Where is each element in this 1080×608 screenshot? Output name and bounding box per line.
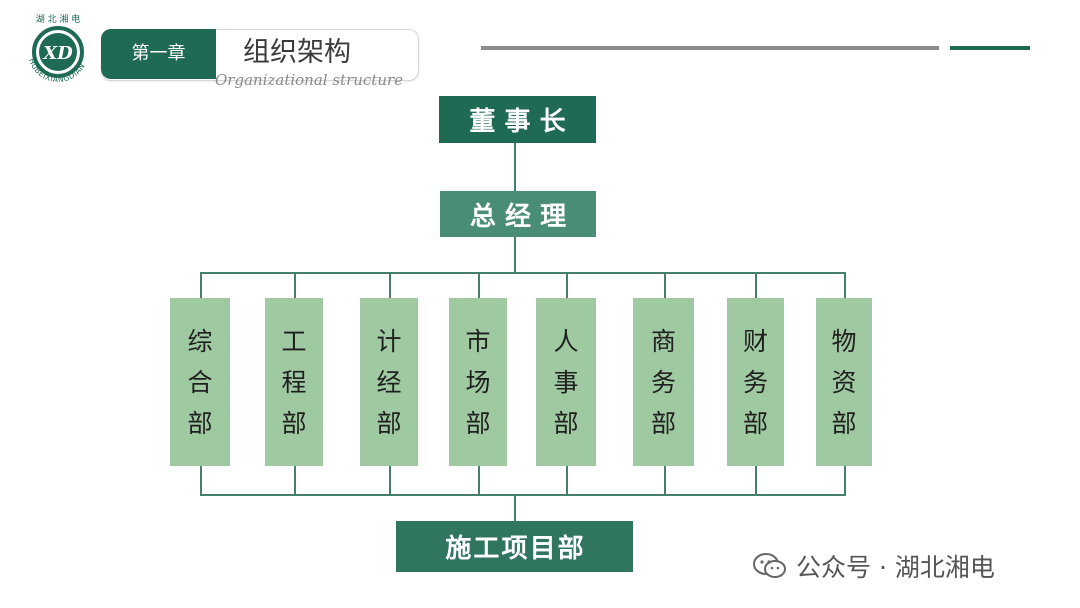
connector-chairman-gm [514, 143, 516, 191]
connector-bottom-bus [200, 494, 846, 496]
logo-top-text: 湖 北 湘 电 [36, 13, 81, 25]
dept-char: 部 [831, 408, 857, 438]
page-title: 组织架构 [243, 37, 351, 68]
dept-char: 部 [187, 408, 213, 438]
dept-char: 综 [187, 326, 213, 356]
connector-bus-dept [664, 273, 666, 298]
connector-dept-bus [566, 466, 568, 495]
dept-char: 经 [376, 367, 402, 397]
connector-dept-bus [755, 466, 757, 495]
connector-dept-bus [294, 466, 296, 495]
connector-bus-dept [844, 273, 846, 298]
wechat-icon [753, 553, 786, 578]
dept-char: 财 [742, 326, 768, 356]
dept-char: 务 [650, 367, 676, 397]
connector-dept-bus [389, 466, 391, 495]
connector-gm-bus [514, 237, 516, 273]
dept-box-finance: 财 务 部 [727, 298, 784, 466]
connector-bus-dept [200, 273, 202, 298]
footer-watermark: 公众号 · 湖北湘电 [752, 548, 995, 584]
page-subtitle: Organizational structure [215, 71, 404, 89]
dept-char: 合 [187, 367, 213, 397]
connector-dept-bus [844, 466, 846, 495]
chapter-label: 第一章 [101, 29, 216, 79]
dept-char: 工 [281, 326, 307, 356]
chairman-box: 董事长 [439, 96, 596, 143]
dept-char: 商 [650, 326, 676, 356]
dept-box-marketing: 市 场 部 [449, 298, 507, 466]
dept-char: 事 [553, 367, 579, 397]
footer-text: 公众号 · 湖北湘电 [796, 553, 995, 582]
connector-bus-dept [478, 273, 480, 298]
project-dept-box: 施工项目部 [396, 521, 633, 572]
dept-char: 部 [650, 408, 676, 438]
connector-bus-dept [294, 273, 296, 298]
connector-bus-dept [566, 273, 568, 298]
logo-monogram: XD [42, 43, 73, 64]
dept-box-planning: 计 经 部 [360, 298, 418, 466]
connector-dept-bus [200, 466, 202, 495]
dept-box-materials: 物 资 部 [816, 298, 872, 466]
dept-char: 人 [553, 326, 579, 356]
connector-dept-bus [664, 466, 666, 495]
dept-box-business: 商 务 部 [633, 298, 694, 466]
connector-bus-dept [755, 273, 757, 298]
dept-char: 部 [553, 408, 579, 438]
connector-bus-project [514, 495, 516, 521]
dept-char: 资 [831, 367, 857, 397]
dept-char: 部 [465, 408, 491, 438]
dept-char: 物 [831, 326, 857, 356]
dept-char: 市 [465, 326, 491, 356]
dept-char: 部 [742, 408, 768, 438]
header-divider-green [950, 46, 1030, 50]
dept-char: 部 [281, 408, 307, 438]
connector-bus-dept [389, 273, 391, 298]
connector-dept-bus [478, 466, 480, 495]
company-logo: XD 湖 北 湘 电 HUBEIXIANGDIAN [27, 13, 86, 84]
dept-char: 程 [281, 367, 307, 397]
dept-char: 计 [376, 326, 402, 356]
dept-box-general-affairs: 综 合 部 [170, 298, 230, 466]
header-divider-gray [481, 46, 939, 50]
general-manager-box: 总经理 [440, 191, 596, 237]
dept-char: 务 [742, 367, 768, 397]
connector-top-bus [200, 272, 846, 274]
dept-box-engineering: 工 程 部 [265, 298, 323, 466]
dept-box-hr: 人 事 部 [536, 298, 596, 466]
dept-char: 部 [376, 408, 402, 438]
dept-char: 场 [465, 367, 491, 397]
